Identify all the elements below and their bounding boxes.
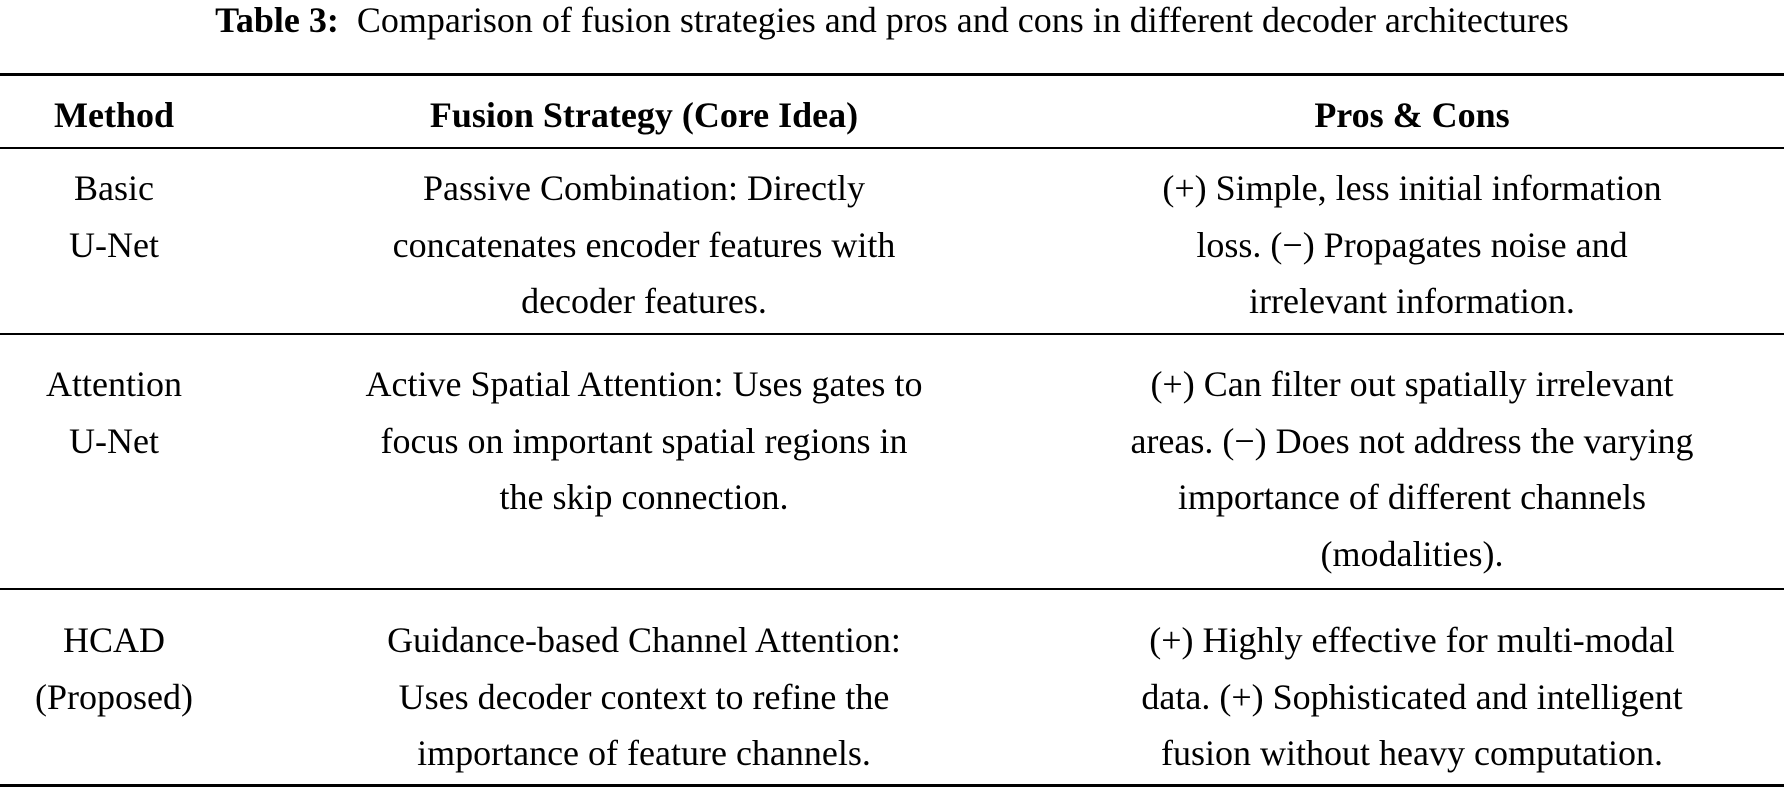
header-pros-cons: Pros & Cons [1314, 95, 1510, 135]
header-method: Method [54, 95, 174, 135]
caption-label: Table 3: [215, 0, 339, 40]
row-1-fusion-strategy: Passive Combination: Directly concatenat… [392, 168, 896, 321]
row-2-method: Attention U-Net [46, 364, 182, 461]
top-rule [0, 73, 1784, 76]
row-1-pros-cons: (+) Simple, less initial information los… [1162, 168, 1662, 321]
bottom-rule [0, 784, 1784, 787]
header-fusion-strategy: Fusion Strategy (Core Idea) [429, 95, 859, 135]
row-2-pros-cons: (+) Can filter out spatially irrelevant … [1130, 364, 1694, 574]
row-3-pros-cons: (+) Highly effective for multi-modal dat… [1141, 620, 1683, 773]
row-1-method: Basic U-Net [69, 168, 159, 265]
row-2-fusion-strategy: Active Spatial Attention: Uses gates to … [365, 364, 923, 517]
row-3-fusion-strategy: Guidance-based Channel Attention: Uses d… [387, 620, 901, 773]
row-rule-1 [0, 333, 1784, 335]
row-3-method: HCAD (Proposed) [35, 620, 193, 717]
row-rule-2 [0, 588, 1784, 590]
header-rule [0, 147, 1784, 149]
table-caption: Table 3: Comparison of fusion strategies… [0, 0, 1784, 50]
caption-text: Comparison of fusion strategies and pros… [356, 0, 1569, 40]
